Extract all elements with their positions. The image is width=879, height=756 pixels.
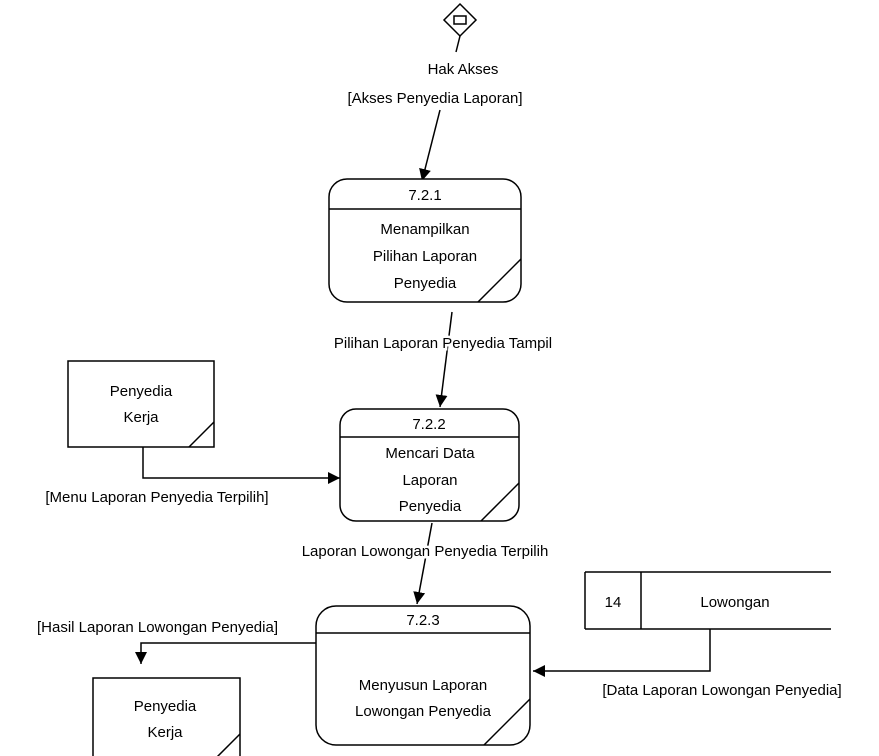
process-7-2-1-name-1: Menampilkan — [380, 221, 469, 238]
flow-menu-terpilih-label: [Menu Laporan Penyedia Terpilih] — [45, 489, 268, 506]
process-7-2-3-name-1: Menyusun Laporan — [359, 677, 487, 694]
flow-data-laporan-label: [Data Laporan Lowongan Penyedia] — [602, 682, 841, 699]
external-entity-penyedia-kerja-1[interactable]: Penyedia Kerja — [67, 360, 215, 448]
entity-1-name-2: Kerja — [123, 409, 159, 426]
flow-pilihan-tampil-arrow — [435, 311, 453, 408]
flow-data-laporan-arrow — [533, 629, 711, 677]
process-7-2-1-name-2: Pilihan Laporan — [373, 248, 477, 265]
external-entity-penyedia-kerja-2[interactable]: Penyedia Kerja — [92, 677, 241, 756]
process-7-2-2-name-2: Laporan — [402, 472, 457, 489]
datastore-lowongan[interactable]: 14 Lowongan — [584, 571, 831, 630]
process-7-2-3-id: 7.2.3 — [406, 612, 439, 629]
access-connector — [455, 35, 461, 53]
flow-access-arrow — [419, 109, 441, 182]
process-7-2-1-id: 7.2.1 — [408, 187, 441, 204]
flow-laporan-terpilih-arrow — [413, 522, 433, 605]
datastore-name: Lowongan — [700, 594, 769, 611]
entity-1-name-1: Penyedia — [110, 383, 173, 400]
access-label-line-2: [Akses Penyedia Laporan] — [347, 90, 522, 107]
access-diamond-icon — [442, 2, 478, 38]
process-7-2-2-name-1: Mencari Data — [385, 445, 475, 462]
entity-2-name-2: Kerja — [147, 724, 183, 741]
flow-laporan-terpilih-label: Laporan Lowongan Penyedia Terpilih — [302, 543, 549, 560]
process-7-2-1[interactable]: 7.2.1 Menampilkan Pilihan Laporan Penyed… — [328, 178, 522, 303]
flow-pilihan-tampil-label: Pilihan Laporan Penyedia Tampil — [334, 335, 552, 352]
flow-hasil-laporan-arrow — [135, 642, 316, 664]
access-label-line-1: Hak Akses — [428, 61, 499, 78]
process-7-2-2[interactable]: 7.2.2 Mencari Data Laporan Penyedia — [339, 408, 520, 522]
entity-2-name-1: Penyedia — [134, 698, 197, 715]
process-7-2-1-name-3: Penyedia — [394, 275, 457, 292]
process-7-2-2-name-3: Penyedia — [399, 498, 462, 515]
process-7-2-2-id: 7.2.2 — [412, 416, 445, 433]
datastore-number: 14 — [605, 594, 622, 611]
flow-hasil-laporan-label: [Hasil Laporan Lowongan Penyedia] — [37, 619, 278, 636]
process-7-2-3[interactable]: 7.2.3 Menyusun Laporan Lowongan Penyedia — [315, 605, 531, 746]
flow-menu-terpilih-arrow — [142, 447, 340, 484]
process-7-2-3-name-2: Lowongan Penyedia — [355, 703, 492, 720]
